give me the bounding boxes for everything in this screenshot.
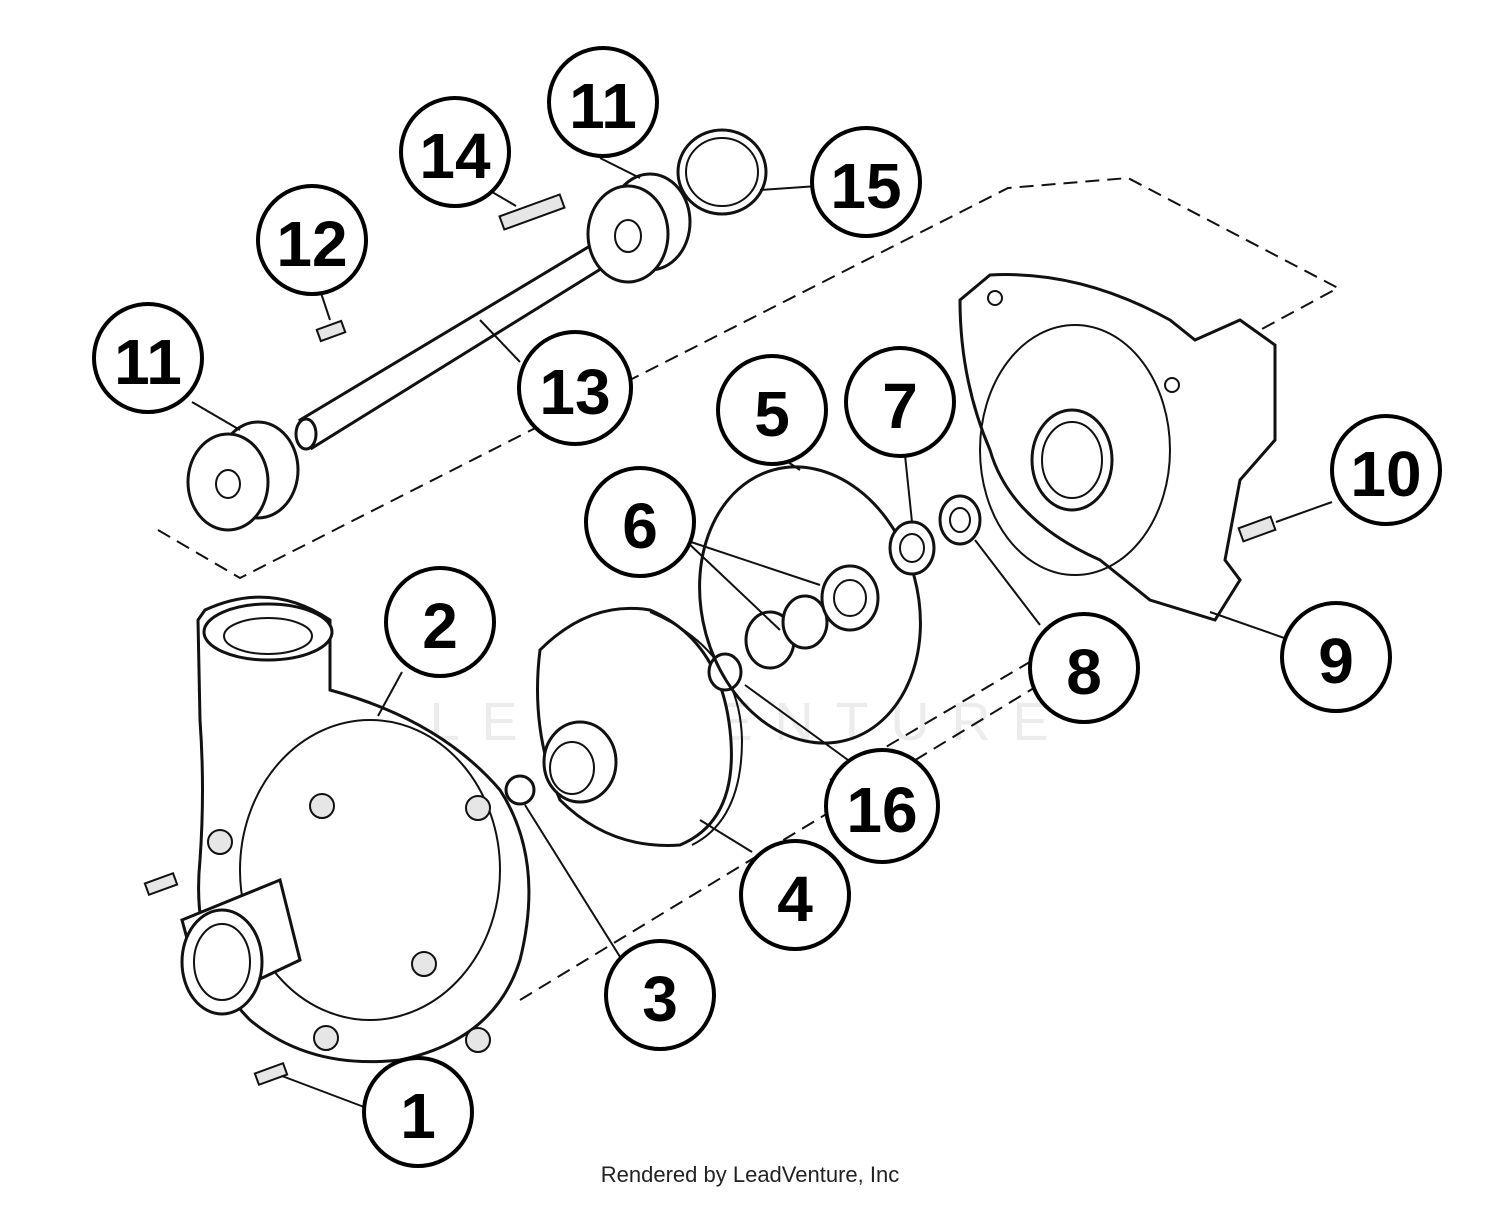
callout-3-label: 3 <box>642 963 678 1035</box>
callout-15-label: 15 <box>830 150 901 222</box>
callout-13: 13 <box>517 330 633 446</box>
callout-11-left-label: 11 <box>114 326 182 398</box>
pump-casing <box>143 595 531 1087</box>
callout-4: 4 <box>739 839 851 951</box>
callout-1-label: 1 <box>400 1080 436 1152</box>
callout-13-label: 13 <box>539 356 610 428</box>
callout-15: 15 <box>810 126 922 238</box>
assembly-guide-lines <box>157 176 1341 1001</box>
callout-8-label: 8 <box>1066 636 1102 708</box>
callout-6-label: 6 <box>622 490 658 562</box>
footer-credit: Rendered by LeadVenture, Inc <box>600 1162 900 1187</box>
callout-4-label: 4 <box>777 863 813 935</box>
bearing-housing <box>958 273 1277 622</box>
callout-11-left: 11 <box>92 302 204 414</box>
washer-8 <box>938 494 982 546</box>
callout-5: 5 <box>716 354 828 466</box>
callout-6: 6 <box>584 466 696 578</box>
impeller <box>536 606 744 847</box>
callout-1: 1 <box>362 1056 474 1168</box>
callout-10-label: 10 <box>1350 438 1421 510</box>
callout-9: 9 <box>1280 601 1392 713</box>
callout-11-right: 11 <box>547 46 659 158</box>
callout-7: 7 <box>844 346 956 458</box>
shaft-assembly <box>186 128 768 532</box>
callout-16: 16 <box>824 748 940 864</box>
callout-14: 14 <box>399 96 511 208</box>
callout-12: 12 <box>256 184 368 296</box>
callout-12-label: 12 <box>276 208 347 280</box>
callout-16-label: 16 <box>846 774 917 846</box>
casing-o-ring <box>698 465 922 745</box>
callout-3: 3 <box>604 939 716 1051</box>
housing-bolt <box>1237 515 1277 543</box>
callout-14-label: 14 <box>419 120 491 192</box>
leader-lines <box>191 157 1333 1111</box>
callout-10: 10 <box>1330 414 1442 526</box>
callout-11-right-label: 11 <box>569 70 637 142</box>
washer-7 <box>888 520 936 576</box>
mechanical-seal <box>744 564 880 670</box>
callout-9-label: 9 <box>1318 625 1354 697</box>
callout-5-label: 5 <box>754 378 790 450</box>
callout-7-label: 7 <box>882 370 918 442</box>
watermark-text: LEADVENTURE <box>429 692 1070 752</box>
impeller-nut <box>504 774 536 806</box>
callout-2-label: 2 <box>422 590 458 662</box>
callout-2: 2 <box>384 566 496 678</box>
callout-8: 8 <box>1028 612 1140 724</box>
